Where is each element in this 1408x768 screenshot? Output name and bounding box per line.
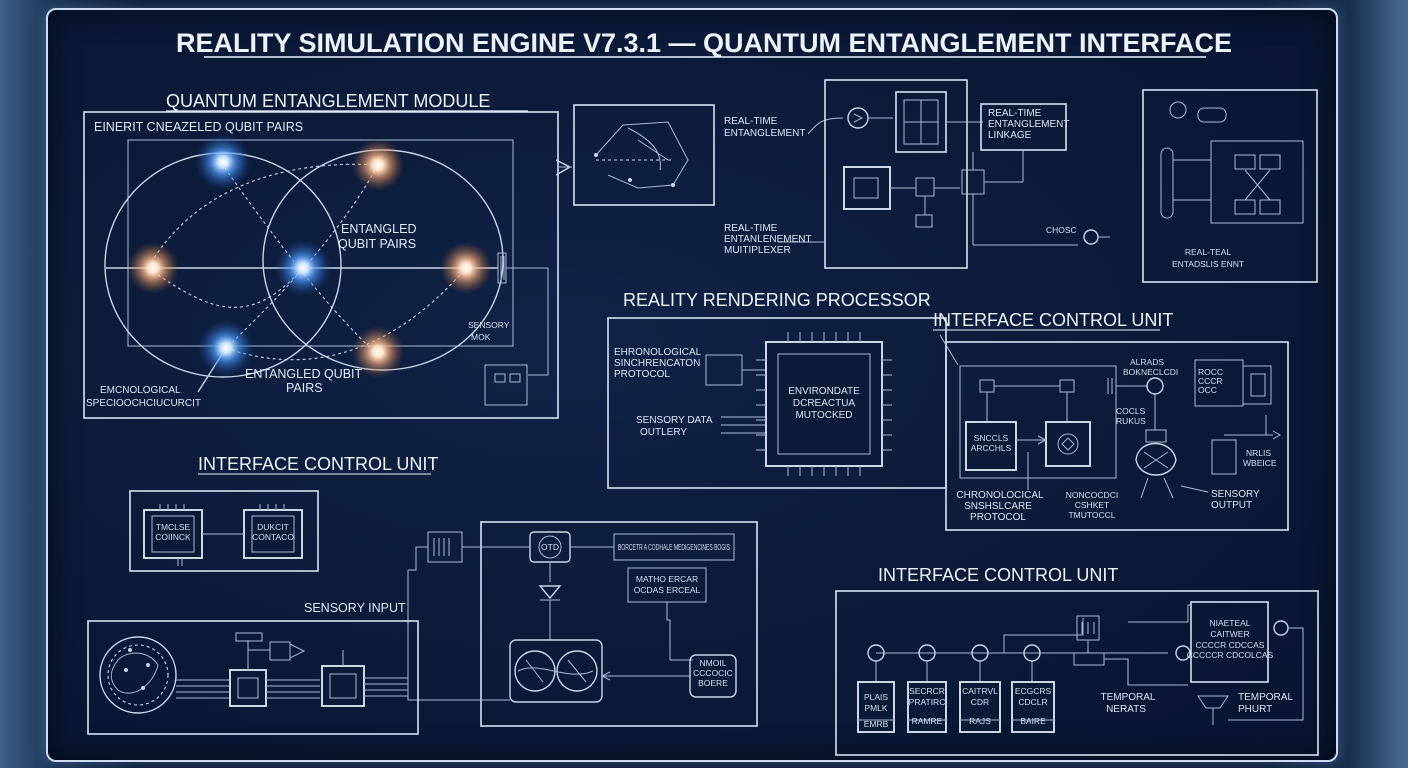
qubit-node <box>440 242 492 294</box>
quantum-entanglement-module: QUANTUM ENTANGLEMENT MODULE EINERIT CNEA… <box>83 91 559 419</box>
qubit-node <box>275 240 331 296</box>
icu-bottom-temporal-mid: TEMPORAL <box>1100 692 1155 703</box>
realteal-label: REAL-TEAL <box>1185 247 1232 257</box>
icu-right-sensory-label: SENSORY <box>1211 489 1260 500</box>
diagram-board: REALITY SIMULATION ENGINE V7.3.1 — QUANT… <box>46 8 1338 762</box>
cable-tag: CHOSC <box>1046 225 1077 235</box>
icu-left-otd: OTD <box>541 542 559 552</box>
qubit-pairs-label: EINERIT CNEAZELED QUBIT PAIRS <box>94 120 303 134</box>
icu-bottom-big-box: NIAETEAL <box>1209 618 1250 628</box>
icu-bottom-box-1: PLAIS <box>864 692 888 702</box>
entangled-label-upper: ENTANGLED <box>341 222 416 236</box>
realtime-entanglement-label: REAL-TIME <box>724 116 778 127</box>
sensory-mok-label: SENSORY <box>468 320 510 330</box>
entangled-label-lower: ENTANGLED QUBIT <box>245 367 363 381</box>
diagram-title: REALITY SIMULATION ENGINE V7.3.1 — QUANT… <box>176 28 1232 58</box>
rendering-heading: REALITY RENDERING PROCESSOR <box>623 290 931 310</box>
rendering-sensory-label: SENSORY DATA <box>636 415 713 426</box>
qubit-node <box>352 326 404 378</box>
icu-left-oval: NMOIL <box>700 658 727 668</box>
icu-left-label-a: BORCETR A CODHALE MEDIGENCINES BOGIS <box>618 542 730 552</box>
chrono-circuit-label: EMCNOLOGICAL <box>100 385 181 396</box>
icu-left-heading: INTERFACE CONTROL UNIT <box>198 454 438 474</box>
icu-right-middle-label: NONCOCDCI <box>1066 490 1118 500</box>
qubit-node <box>195 134 251 190</box>
icu-left-chip-b: DUKCIT <box>257 522 289 532</box>
icu-bottom-temporal-right: TEMPORAL <box>1238 692 1293 703</box>
sensory-input-section: SENSORY INPUT <box>87 601 419 735</box>
qubit-node <box>352 139 404 191</box>
diagram-canvas: REALITY SIMULATION ENGINE V7.3.1 — QUANT… <box>83 28 1319 756</box>
icu-right-tiny-text: ROCC <box>1198 367 1223 377</box>
icu-bottom-heading: INTERFACE CONTROL UNIT <box>878 565 1118 585</box>
icu-right-small-right: NRLIS <box>1246 448 1271 458</box>
qubit-node <box>127 242 179 294</box>
rendering-chrono-label: EHRONOLOGICAL <box>614 347 702 358</box>
icu-right-chrono-label: CHRONOLOCICAL <box>956 490 1044 501</box>
reality-rendering-processor: REALITY RENDERING PROCESSOR EHRONOLOGICA… <box>607 290 947 489</box>
icu-right-small-left: SNCCLS <box>974 433 1009 443</box>
icu-bottom-box-3: CAITRVL <box>962 686 998 696</box>
icu-right-small-mid: COCLS <box>1116 406 1146 416</box>
realtime-linkage-label: REAL-TIME <box>988 108 1042 119</box>
icu-right-heading: INTERFACE CONTROL UNIT <box>933 310 1173 330</box>
realtime-multiplexer-label: REAL-TIME <box>724 223 778 234</box>
icu-left-label-b: MATHO ERCAR <box>636 574 698 584</box>
rendering-chip-label: ENVIRONDATE <box>788 386 860 397</box>
quantum-module-heading: QUANTUM ENTANGLEMENT MODULE <box>166 91 490 111</box>
rendering-chip <box>765 341 883 467</box>
icu-bottom-box-4: ECGCRS <box>1015 686 1052 696</box>
qubit-node <box>198 320 254 376</box>
icu-bottom-box-2: SECRCR <box>909 686 945 696</box>
sensory-input-label: SENSORY INPUT <box>304 601 406 615</box>
icu-left-chip-a: TMCLSE <box>156 522 191 532</box>
icu-right-small-top: ALRADS <box>1130 357 1164 367</box>
